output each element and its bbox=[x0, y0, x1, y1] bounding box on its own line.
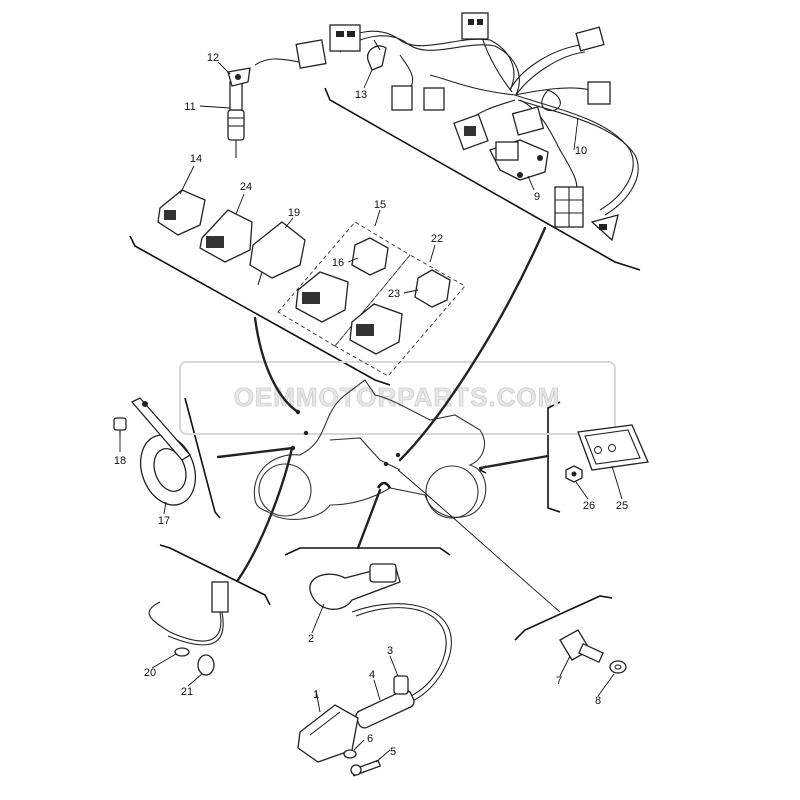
callout-3: 3 bbox=[387, 645, 393, 657]
part-6-washer bbox=[343, 749, 357, 759]
part-8-washer bbox=[609, 660, 627, 674]
callout-labels: 1 2 3 4 5 6 7 8 9 10 11 12 13 14 15 16 1… bbox=[114, 52, 628, 758]
callout-19: 19 bbox=[288, 207, 300, 219]
part-26-nut bbox=[565, 465, 583, 483]
callout-13: 13 bbox=[355, 89, 367, 101]
part-4-cable bbox=[351, 603, 452, 729]
callout-23: 23 bbox=[388, 288, 400, 300]
part-11-sensor bbox=[227, 81, 245, 158]
group-22-box bbox=[334, 254, 466, 377]
callout-6: 6 bbox=[367, 733, 373, 745]
callout-14: 14 bbox=[190, 153, 202, 165]
callout-25: 25 bbox=[616, 500, 628, 512]
callout-16: 16 bbox=[332, 257, 344, 269]
part-25-plate bbox=[577, 424, 649, 471]
callout-20: 20 bbox=[144, 667, 156, 679]
part-20-lead bbox=[148, 581, 229, 657]
group-15-box bbox=[277, 221, 411, 347]
watermark: OEMMOTORPARTS.COM bbox=[179, 361, 616, 435]
leader-lines bbox=[216, 226, 561, 613]
part-2-cap bbox=[309, 563, 401, 610]
callout-15: 15 bbox=[374, 199, 386, 211]
part-17-horn bbox=[130, 397, 197, 506]
part-5-bolt bbox=[350, 759, 382, 777]
callout-21: 21 bbox=[181, 686, 193, 698]
part-18-bolt bbox=[113, 417, 127, 438]
callout-leaders bbox=[119, 61, 623, 763]
part-9-bracket bbox=[489, 139, 549, 181]
callout-26: 26 bbox=[583, 500, 595, 512]
callout-5: 5 bbox=[390, 746, 396, 758]
callout-7: 7 bbox=[556, 675, 562, 687]
part-3-clamp bbox=[393, 675, 409, 695]
callout-9: 9 bbox=[534, 191, 540, 203]
callout-17: 17 bbox=[158, 515, 170, 527]
part-13-clamp bbox=[366, 39, 387, 71]
callout-1: 1 bbox=[313, 689, 319, 701]
callout-12: 12 bbox=[207, 52, 219, 64]
part-7-sensor bbox=[559, 629, 604, 664]
part-12-clip bbox=[227, 67, 251, 87]
watermark-text: OEMMOTORPARTS.COM bbox=[234, 382, 561, 412]
callout-10: 10 bbox=[575, 145, 587, 157]
group-frames bbox=[129, 87, 641, 641]
callout-24: 24 bbox=[240, 181, 252, 193]
callout-22: 22 bbox=[431, 233, 443, 245]
callout-8: 8 bbox=[595, 695, 601, 707]
callout-18: 18 bbox=[114, 455, 126, 467]
part-24-relay bbox=[199, 209, 253, 263]
callout-11: 11 bbox=[184, 101, 195, 113]
callout-2: 2 bbox=[308, 633, 314, 645]
part-14-relay bbox=[157, 189, 206, 236]
callout-4: 4 bbox=[369, 669, 375, 681]
part-21-sleeve bbox=[197, 654, 215, 676]
part-19-relay bbox=[249, 221, 306, 286]
harness-connectors bbox=[295, 12, 619, 242]
wire-harness-10 bbox=[254, 29, 639, 216]
